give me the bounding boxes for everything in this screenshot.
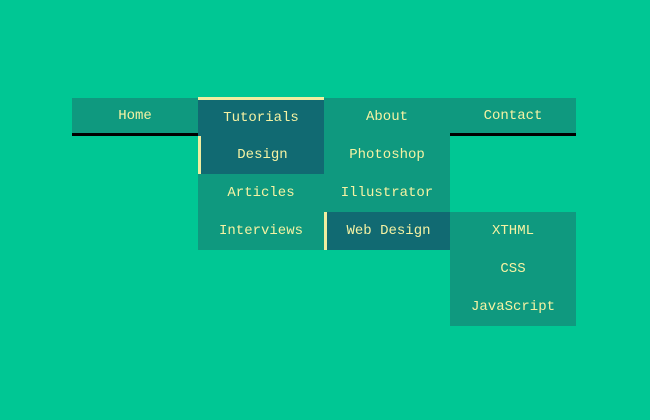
submenu-item-illustrator[interactable]: Illustrator <box>324 174 450 212</box>
submenu-item-xthml[interactable]: XTHML <box>450 212 576 250</box>
submenu-item-javascript[interactable]: JavaScript <box>450 288 576 326</box>
menu-item-contact[interactable]: Contact <box>450 98 576 136</box>
menu-item-about[interactable]: About <box>324 98 450 136</box>
submenu-item-design[interactable]: Design <box>198 136 324 174</box>
menu-item-tutorials[interactable]: Tutorials <box>198 97 324 136</box>
submenu-item-css[interactable]: CSS <box>450 250 576 288</box>
menu-item-home[interactable]: Home <box>72 98 198 136</box>
submenu-item-photoshop[interactable]: Photoshop <box>324 136 450 174</box>
submenu-item-interviews[interactable]: Interviews <box>198 212 324 250</box>
submenu-item-web-design[interactable]: Web Design <box>324 212 450 250</box>
submenu-item-articles[interactable]: Articles <box>198 174 324 212</box>
